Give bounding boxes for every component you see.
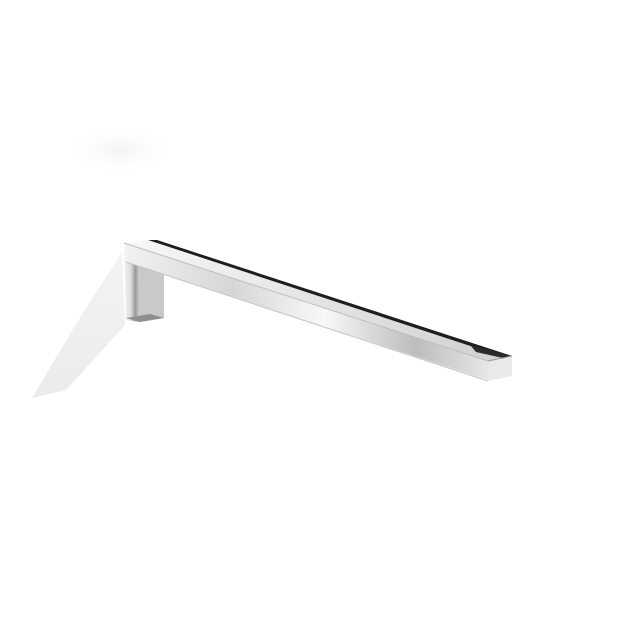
- wall-mount-block: [124, 250, 140, 322]
- wall-shadow: [32, 252, 125, 398]
- arm-end-cap: [488, 356, 512, 381]
- arm-front-face: [124, 243, 488, 380]
- arm-dark-tip: [470, 345, 512, 360]
- arm-dark-edge: [148, 240, 512, 357]
- arm-top-face: [124, 240, 512, 361]
- arm-bottom-edge: [125, 261, 489, 382]
- wall-mount-base: [126, 314, 164, 322]
- arm-end-cap-edge: [487, 355, 513, 362]
- arm-front-edge: [123, 242, 489, 362]
- background-blur: [60, 124, 180, 176]
